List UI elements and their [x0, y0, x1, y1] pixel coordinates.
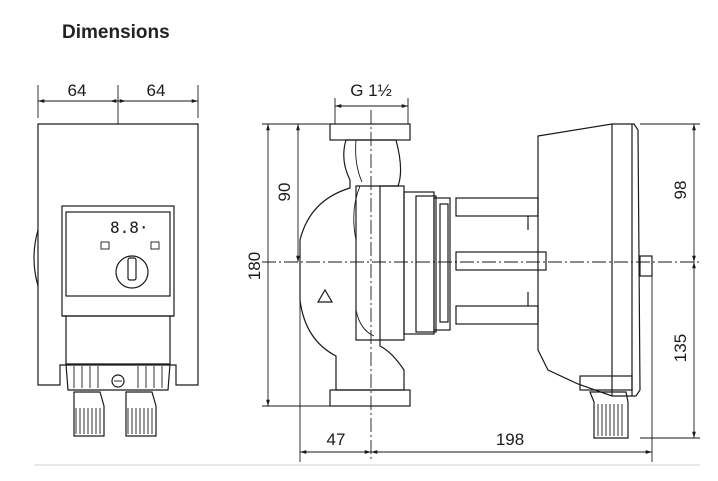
cable-gland-left [73, 391, 105, 437]
dim-height-total: 180 [245, 252, 264, 280]
led-right-icon [150, 241, 160, 250]
dim-motor-upper: 98 [671, 181, 690, 200]
upper-flange [329, 123, 411, 141]
dim-inlet: 47 [327, 430, 346, 449]
lower-flange [329, 389, 411, 407]
led-left-icon [100, 241, 110, 250]
display-frame [65, 211, 171, 297]
dim-length: 198 [496, 430, 524, 449]
bolt-lower [455, 305, 539, 325]
side-view: G 1½ [245, 81, 700, 462]
bolt-middle [455, 251, 547, 271]
display-readout: 8.8· [110, 218, 149, 237]
dim-height-upper: 90 [275, 183, 294, 202]
motor-housing [537, 123, 641, 397]
front-view: 64 64 8.8· [33, 81, 199, 437]
screw-icon [111, 374, 125, 388]
dim-front-right: 64 [147, 81, 166, 100]
cable-gland-side [589, 391, 629, 439]
control-knob-icon[interactable] [115, 255, 149, 289]
page-title: Dimensions [62, 22, 170, 43]
dim-front-left: 64 [68, 81, 87, 100]
pump-volute [299, 139, 405, 391]
bolt-upper [455, 197, 539, 217]
flow-direction-triangle-icon [316, 288, 334, 303]
dim-motor-lower: 135 [671, 334, 690, 362]
cable-gland-right [125, 391, 157, 437]
pump-housing-front [37, 123, 199, 386]
dim-connection: G 1½ [350, 81, 392, 100]
